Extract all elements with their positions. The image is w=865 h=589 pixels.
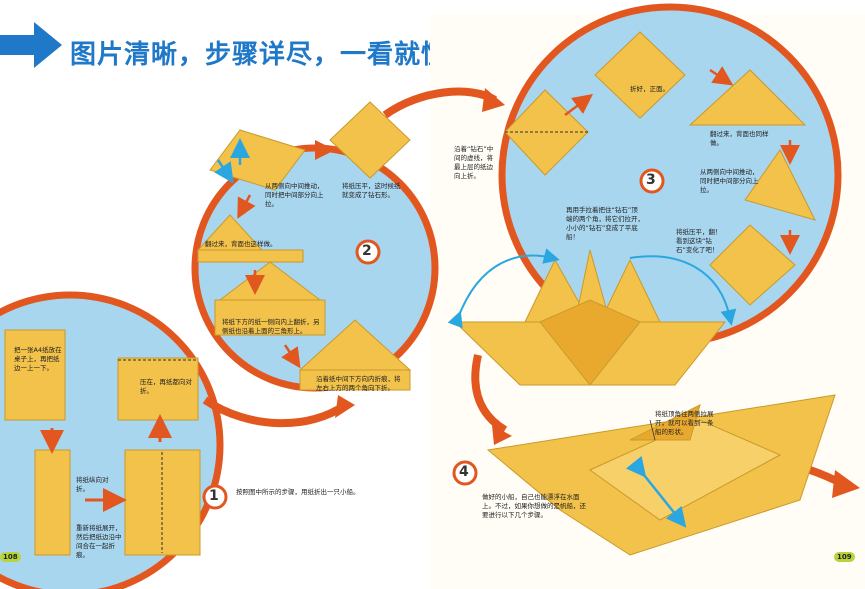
step-2-number: 2: [362, 243, 372, 259]
step-3-number: 3: [646, 172, 656, 188]
caption: 将纸压平，翻！看到这块“钻石”变化了吧！: [676, 228, 722, 254]
connector-1-2: [202, 396, 348, 428]
caption: 折好，正面。: [630, 85, 669, 93]
caption: 从两侧向中间推动，同时把中间部分向上拉。: [265, 182, 324, 208]
caption: 翻过来，背面也这样做。: [205, 240, 277, 248]
caption: 沿着纸中间下方向内折痕，将左右上方的两个角向下折。: [316, 375, 401, 392]
caption: 从两侧向中间推动，同时把中间部分向上拉。: [700, 168, 759, 194]
step-3-papers: [504, 31, 816, 306]
step-1-papers: [4, 329, 201, 556]
caption: 将纸下方的纸一侧向内上翻折，另侧纸也沿着上面的三角形上。: [222, 318, 320, 335]
step-2-arrows: [237, 140, 335, 369]
caption: 沿着“钻石”中间的虚线，将最上层的纸边向上折。: [454, 145, 494, 180]
caption: 将纸纵向对折。: [76, 476, 109, 493]
page-title: 图片清晰，步骤详尽，一看就懂: [70, 40, 449, 70]
caption: 将纸压平，这时候纸就变成了钻石形。: [342, 182, 401, 199]
caption: 把一张A4纸放在桌子上，再把纸边一上一下。: [14, 346, 62, 372]
step-2-papers: [196, 101, 412, 391]
step-4-number: 4: [459, 464, 469, 480]
step-3-arrows: [564, 66, 800, 255]
caption: 压在，再纸都向对折。: [140, 378, 192, 395]
page-number-left: 108: [0, 552, 21, 562]
step-badges: [202, 168, 665, 510]
step-4-description: 做好的小船，自己也能漂浮在水面上。不过，如果你想做的是帆船，还要进行以下几个步骤…: [482, 493, 586, 519]
caption: 翻过来，背面也同样做。: [710, 130, 769, 147]
caption: 再用手拉着把住“钻石”顶端的两个角，将它们拉开，小小的“钻石”变成了平底船！: [566, 206, 644, 241]
caption: 将纸顶角往两侧拉展开，就可以看到一条船的形状。: [655, 410, 714, 436]
step-1-description: 按照图中所示的步骤，用纸折出一只小船。: [236, 488, 360, 496]
caption: 重新将纸展开，然后把纸边沿中间合在一起折痕。: [76, 524, 122, 559]
step-1-arrows: [40, 414, 172, 512]
page-number-right: 109: [834, 552, 855, 562]
banner-arrow-icon: [0, 22, 62, 68]
step-3-big-boat: [453, 249, 727, 386]
step-1-number: 1: [209, 488, 219, 504]
connector-3-4: [471, 354, 508, 434]
